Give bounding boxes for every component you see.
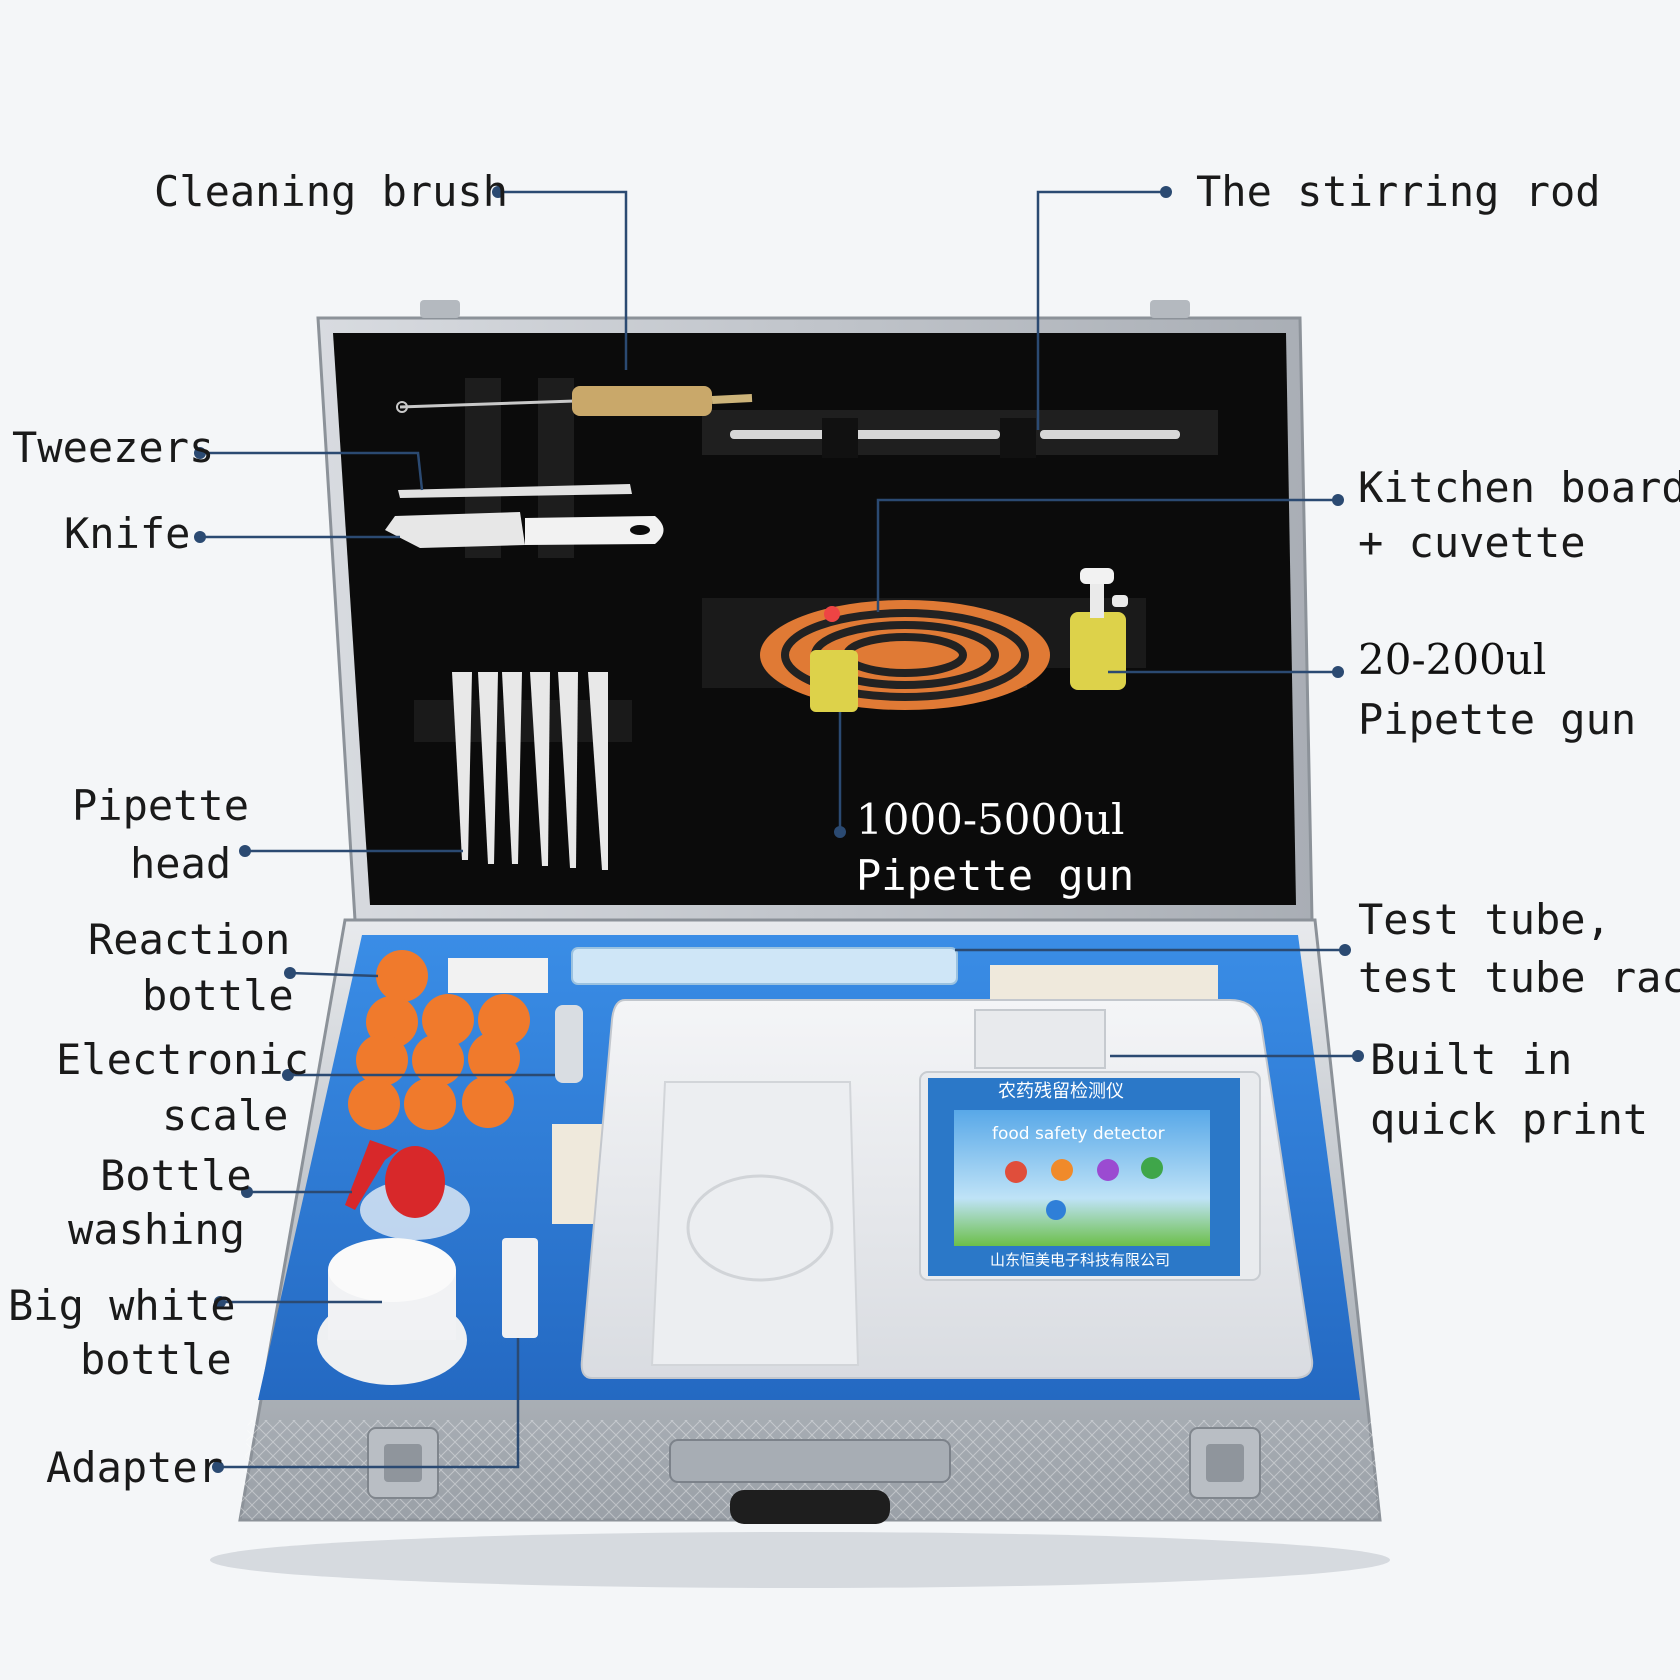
label-test-tube-line1: Test tube, bbox=[1358, 895, 1611, 944]
pipette-gun-small bbox=[1070, 568, 1128, 690]
tweezers bbox=[398, 484, 632, 498]
stirring-rods bbox=[730, 418, 1180, 458]
label-tweezers: Tweezers bbox=[12, 423, 215, 472]
device-screen-footer: 山东恒美电子科技有限公司 bbox=[990, 1251, 1171, 1269]
label-quick-print-line1: Built in bbox=[1370, 1035, 1573, 1084]
case-shadow bbox=[210, 1532, 1390, 1588]
label-pipette-small-line2: Pipette gun bbox=[1358, 695, 1637, 744]
device-screen-app-title: food safety detector bbox=[992, 1124, 1165, 1144]
cleaning-brush bbox=[396, 386, 753, 416]
label-electronic-scale-line1: Electronic bbox=[56, 1035, 309, 1084]
label-pipette-large-line2: Pipette gun bbox=[856, 851, 1135, 900]
label-quick-print-line2: quick print bbox=[1370, 1095, 1649, 1144]
lid-hinge-left bbox=[420, 300, 460, 318]
label-pipette-head-line1: Pipette bbox=[72, 781, 250, 830]
label-cleaning-brush: Cleaning brush bbox=[154, 167, 509, 216]
label-reaction-bottle-line2: bottle bbox=[142, 971, 294, 1020]
label-pipette-large-line1: 1000-5000ul bbox=[856, 795, 1125, 844]
lid-hinge-right bbox=[1150, 300, 1190, 318]
device-screen bbox=[954, 1110, 1210, 1246]
sample-chamber-lid bbox=[650, 1081, 860, 1366]
case-latch-right bbox=[1189, 1427, 1261, 1499]
label-big-white-bottle-line1: Big white bbox=[8, 1281, 236, 1330]
label-knife: Knife bbox=[64, 509, 191, 558]
label-big-white-bottle-line2: bottle bbox=[80, 1335, 232, 1384]
label-pipette-small-line1: 20-200ul bbox=[1358, 635, 1547, 684]
adapter bbox=[502, 1238, 538, 1338]
reaction-bottles bbox=[348, 950, 530, 1130]
label-bottle-washing-line1: Bottle bbox=[100, 1151, 252, 1200]
case-latch-left bbox=[367, 1427, 439, 1499]
big-white-bottle bbox=[317, 1238, 467, 1385]
label-test-tube-line2: test tube rack bbox=[1358, 953, 1680, 1002]
kitchen-board bbox=[760, 600, 1050, 712]
case-handle bbox=[669, 1439, 951, 1524]
slide-box bbox=[448, 958, 548, 993]
food-safety-detector bbox=[580, 999, 1314, 1379]
label-kitchen-board-line1: Kitchen board bbox=[1358, 463, 1680, 512]
label-kitchen-board-line2: + cuvette bbox=[1358, 518, 1586, 567]
label-pipette-head-line2: head bbox=[130, 839, 232, 888]
label-adapter: Adapter bbox=[46, 1443, 224, 1492]
label-stirring-rod: The stirring rod bbox=[1196, 167, 1601, 216]
knife bbox=[385, 512, 664, 548]
leader-lines bbox=[194, 186, 1364, 1473]
pipette-heads bbox=[452, 672, 608, 870]
wash-bottle bbox=[345, 1140, 470, 1240]
label-bottle-washing-line2: washing bbox=[68, 1205, 246, 1254]
printer-slot bbox=[974, 1009, 1106, 1069]
device-screen-header: 农药残留检测仪 bbox=[998, 1081, 1124, 1102]
label-electronic-scale-line2: scale bbox=[162, 1091, 289, 1140]
label-reaction-bottle-line1: Reaction bbox=[88, 915, 291, 964]
scale-weight bbox=[555, 1005, 583, 1083]
